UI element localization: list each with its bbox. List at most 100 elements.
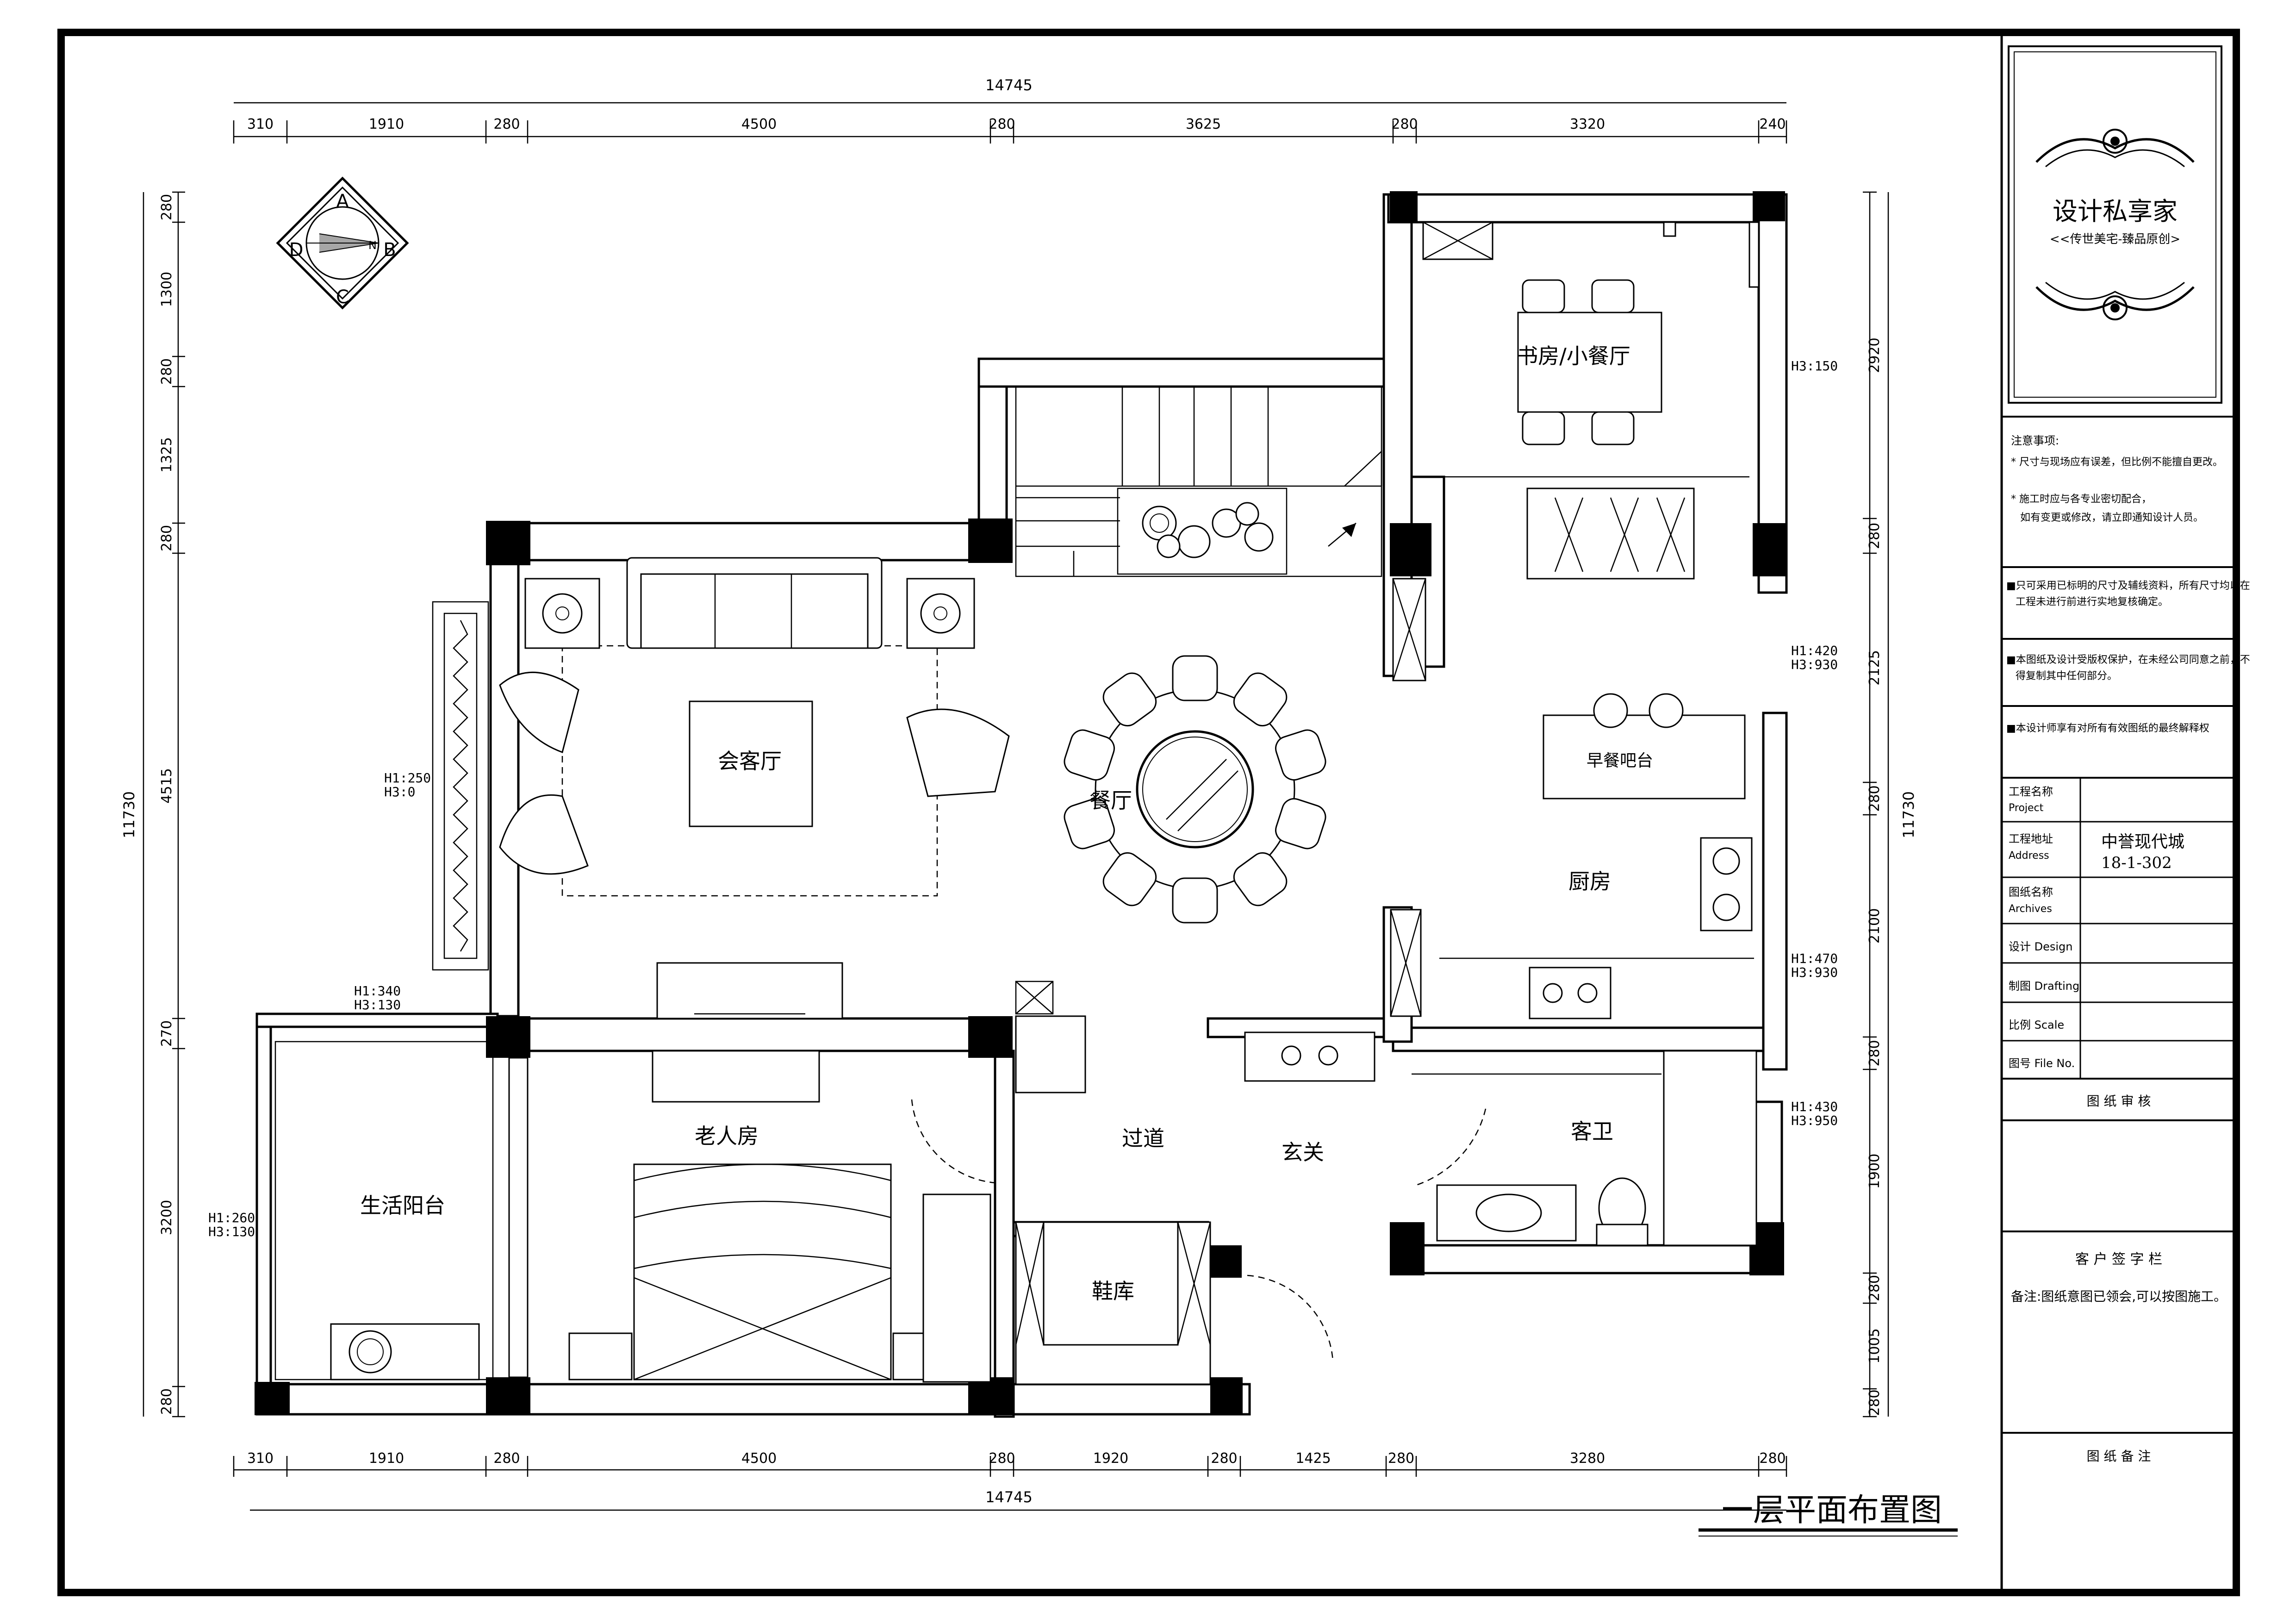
brand-tagline: <<传世美宅-臻品原创> xyxy=(2050,232,2180,246)
height-balcony-top-h1: H1:340 xyxy=(354,983,401,999)
label-kitchen: 厨房 xyxy=(1568,869,1611,894)
field-archives-en: Archives xyxy=(2009,903,2052,915)
dim-left-2: 280 xyxy=(159,358,175,385)
field-file-no: 图号 File No. xyxy=(2009,1057,2075,1070)
dim-right-2: 2125 xyxy=(1867,650,1883,685)
remark-text: 备注:图纸意图已领会,可以按图施工。 xyxy=(2011,1289,2227,1304)
ornament-top-icon xyxy=(2035,129,2195,168)
label-study: 书房/小餐厅 xyxy=(1517,344,1630,369)
label-shoe-storage: 鞋库 xyxy=(1092,1279,1134,1304)
dining-chair xyxy=(1064,798,1115,849)
field-scale: 比例 Scale xyxy=(2009,1018,2064,1031)
dining-chairs xyxy=(1064,655,1326,924)
height-kitchen-top-h1: H1:420 xyxy=(1791,643,1838,658)
dim-top-0: 310 xyxy=(247,116,274,132)
bullet-1-line-2: 工程未进行前进行实地复核确定。 xyxy=(2016,596,2168,608)
dim-bottom-5: 1920 xyxy=(1093,1450,1128,1467)
note-1: * 尺寸与现场应有误差，但比例不能擅自更改。 xyxy=(2011,456,2223,468)
dining-chair xyxy=(1172,877,1218,924)
notes-title: 注意事项: xyxy=(2011,434,2059,447)
label-dining: 餐厅 xyxy=(1089,788,1132,813)
dim-right-4: 2100 xyxy=(1867,908,1883,943)
staircase xyxy=(1015,386,1382,577)
field-drafting: 制图 Drafting xyxy=(2009,980,2079,993)
dim-bottom-6: 280 xyxy=(1211,1450,1237,1467)
label-living: 会客厅 xyxy=(718,749,782,774)
height-balcony-top-h3: H3:130 xyxy=(354,997,401,1012)
dim-bottom-10: 280 xyxy=(1759,1450,1786,1467)
field-address-cn: 工程地址 xyxy=(2009,832,2053,845)
height-study-h3: H3:150 xyxy=(1791,358,1838,374)
review-label: 图 纸 审 核 xyxy=(2087,1093,2151,1109)
bullet-3: ■本设计师享有对所有有效图纸的最终解释权 xyxy=(2006,723,2209,734)
kitchen-furniture xyxy=(1390,487,1754,1019)
dim-right-total: 11730 xyxy=(1900,791,1917,838)
height-kitchen-bottom-h3: H3:930 xyxy=(1791,965,1838,980)
dim-left-4: 280 xyxy=(159,525,175,551)
dim-right-7: 280 xyxy=(1867,1275,1883,1301)
dim-bottom-2: 280 xyxy=(493,1450,520,1467)
dim-bottom-1: 1910 xyxy=(369,1450,404,1467)
field-design: 设计 Design xyxy=(2009,940,2073,953)
field-archives-cn: 图纸名称 xyxy=(2009,886,2053,899)
dim-bottom-9: 3280 xyxy=(1570,1450,1605,1467)
dining-chair xyxy=(1172,655,1218,701)
dim-top-1: 1910 xyxy=(369,116,404,132)
ornament-bottom-icon xyxy=(2035,281,2195,320)
dining-chair xyxy=(1233,852,1288,906)
field-address-value: 中誉现代城 xyxy=(2101,832,2184,851)
dim-bottom-3: 4500 xyxy=(741,1450,777,1467)
dim-left-6: 270 xyxy=(159,1020,175,1047)
dining-chair xyxy=(1064,729,1115,781)
compass-letter-b: B xyxy=(383,239,396,261)
dim-top-5: 3625 xyxy=(1186,116,1221,132)
study-furniture xyxy=(1422,221,1760,445)
height-bath-h1: H1:430 xyxy=(1791,1099,1838,1114)
label-breakfast-bar: 早餐吧台 xyxy=(1587,751,1653,770)
living-room-furniture xyxy=(432,557,1010,971)
height-notes: H1:250 H3:0 H1:340 H3:130 H1:260 H3:130 … xyxy=(208,358,1838,1239)
dim-top-6: 280 xyxy=(1391,116,1418,132)
dim-left-1: 1300 xyxy=(159,272,175,307)
drawing-notes-label: 图 纸 备 注 xyxy=(2087,1449,2151,1464)
drawing-title-text: 一层平面布置图 xyxy=(1722,1492,1942,1529)
label-guest-bath: 客卫 xyxy=(1571,1119,1613,1144)
plant-decor-icon xyxy=(1142,502,1274,558)
dim-left-0: 280 xyxy=(159,194,175,220)
dining-chair xyxy=(1275,798,1326,849)
elder-room-furniture xyxy=(568,962,991,1383)
dining-table xyxy=(1095,689,1295,890)
dim-top-total: 14745 xyxy=(985,76,1033,94)
brand-name: 设计私享家 xyxy=(2053,197,2178,226)
dim-left-7: 3200 xyxy=(159,1200,175,1235)
guest-bath-fixtures xyxy=(1412,1050,1757,1246)
dim-top-7: 3320 xyxy=(1570,116,1605,132)
outer-frame xyxy=(57,29,2240,1596)
dim-left-total: 11730 xyxy=(120,791,138,838)
dining-chair xyxy=(1275,729,1326,781)
dimensions-right: 11730 2920280212528021002801900280100528… xyxy=(1863,191,1917,1418)
dim-left-5: 4515 xyxy=(159,768,175,803)
bullet-2-line-2: 得复制其中任何部分。 xyxy=(2016,670,2117,682)
height-living-h3: H3:0 xyxy=(384,784,415,800)
compass-letter-d: D xyxy=(289,239,304,261)
field-address-en: Address xyxy=(2009,850,2049,862)
dim-top-4: 280 xyxy=(989,116,1015,132)
height-kitchen-top-h3: H3:930 xyxy=(1791,657,1838,672)
height-balcony-h1: H1:260 xyxy=(208,1210,255,1225)
utility-balcony-fixtures xyxy=(274,1041,529,1380)
dim-right-5: 280 xyxy=(1867,1040,1883,1066)
field-address-value2: 18-1-302 xyxy=(2101,854,2172,872)
label-utility-balcony: 生活阳台 xyxy=(360,1193,445,1218)
columns xyxy=(255,191,1787,1415)
compass-letter-a: A xyxy=(336,191,349,212)
dim-bottom-7: 1425 xyxy=(1295,1450,1331,1467)
height-balcony-h3: H3:130 xyxy=(208,1224,255,1239)
dim-right-9: 280 xyxy=(1867,1389,1883,1416)
note-2: * 施工时应与各专业密切配合， xyxy=(2011,493,2152,505)
height-living-h1: H1:250 xyxy=(384,770,431,786)
signature-label: 客 户 签 字 栏 xyxy=(2075,1251,2162,1268)
bullet-2-line-1: ■本图纸及设计受版权保护，在未经公司同意之前，不 xyxy=(2006,654,2250,666)
dim-top-8: 240 xyxy=(1759,116,1786,132)
